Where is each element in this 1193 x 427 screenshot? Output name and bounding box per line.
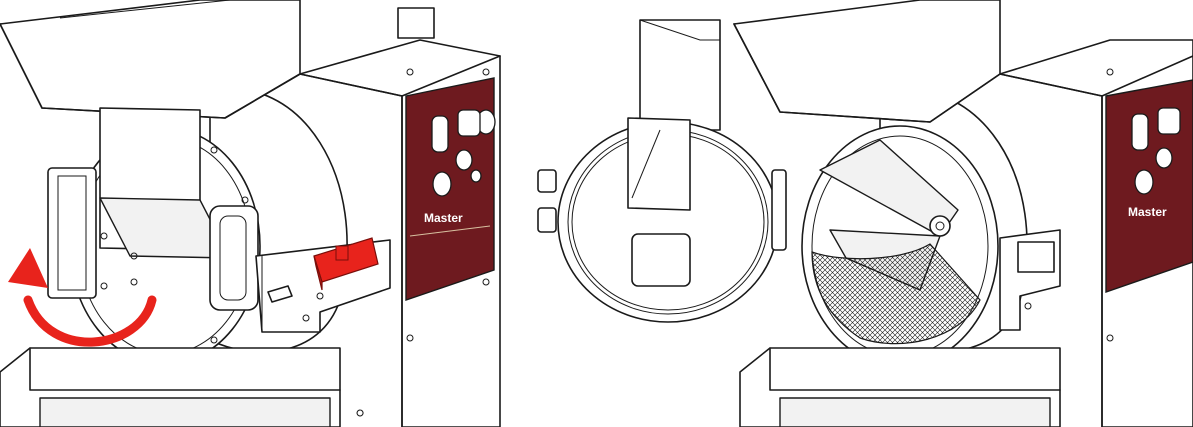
right-latch-bracket [999, 229, 1061, 331]
right-hopper [733, 0, 1001, 123]
left-control-panel: Master [405, 77, 496, 301]
right-drum-interior [811, 139, 981, 345]
left-brand-label: Master [424, 211, 463, 225]
red-latch-highlight [313, 237, 379, 291]
open-door [537, 117, 787, 323]
right-base [739, 347, 1061, 427]
rotate-arrow-icon [8, 248, 157, 347]
left-hopper [0, 0, 301, 259]
left-base [0, 347, 364, 427]
right-figure-door-open: Master [537, 0, 1193, 427]
left-door-hardware [47, 167, 259, 311]
right-brand-label: Master [1128, 205, 1167, 219]
right-chute [639, 19, 721, 131]
left-figure-door-closed: Master [0, 0, 501, 427]
right-control-panel: Master [1105, 79, 1193, 293]
